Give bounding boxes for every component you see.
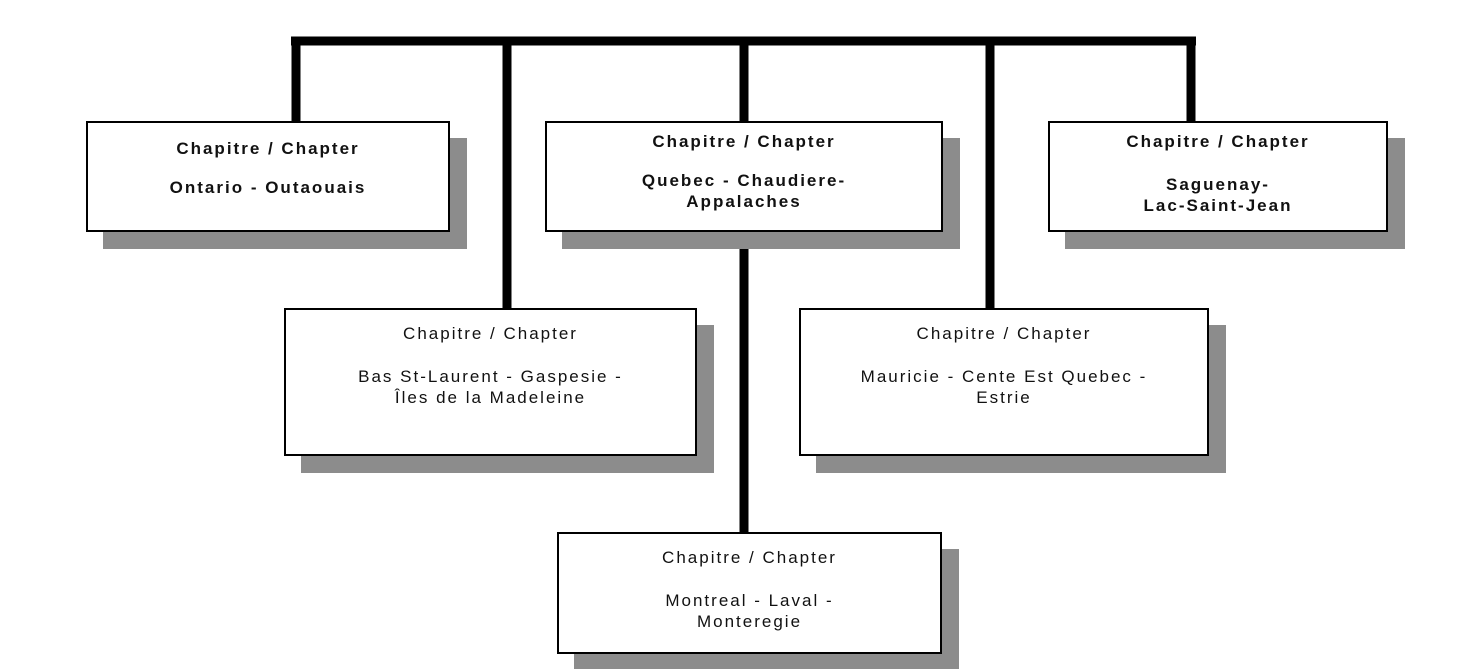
chapter-region: Quebec - Chaudiere-Appalaches — [641, 171, 847, 211]
chapter-title: Chapitre / Chapter — [403, 324, 578, 343]
chapter-region: Montreal - Laval -Monteregie — [665, 591, 834, 631]
chapter-title: Chapitre / Chapter — [1126, 132, 1310, 151]
chapter-title: Chapitre / Chapter — [652, 132, 836, 151]
chapter-title: Chapitre / Chapter — [176, 139, 360, 158]
chapter-region: Saguenay-Lac-Saint-Jean — [1143, 175, 1293, 215]
chapter-region: Bas St-Laurent - Gaspesie -Îles de la Ma… — [358, 367, 623, 407]
chapter-box-montreal-laval-monteregie: Chapitre / Chapter Montreal - Laval -Mon… — [557, 532, 942, 654]
chapter-title: Chapitre / Chapter — [662, 548, 837, 567]
chapter-title: Chapitre / Chapter — [916, 324, 1092, 343]
chapter-box-mauricie-estrie: Chapitre / Chapter Mauricie - Cente Est … — [799, 308, 1209, 456]
chapter-region: Ontario - Outaouais — [169, 178, 367, 197]
chapter-box-saguenay-lac-saint-jean: Chapitre / Chapter Saguenay-Lac-Saint-Je… — [1048, 121, 1388, 232]
chapter-region: Mauricie - Cente Est Quebec -Estrie — [860, 367, 1148, 407]
chapter-box-quebec-chaudiere-appalaches: Chapitre / Chapter Quebec - Chaudiere-Ap… — [545, 121, 943, 232]
chapter-box-bas-st-laurent-gaspesie: Chapitre / Chapter Bas St-Laurent - Gasp… — [284, 308, 697, 456]
chapter-box-ontario-outaouais: Chapitre / Chapter Ontario - Outaouais — [86, 121, 450, 232]
